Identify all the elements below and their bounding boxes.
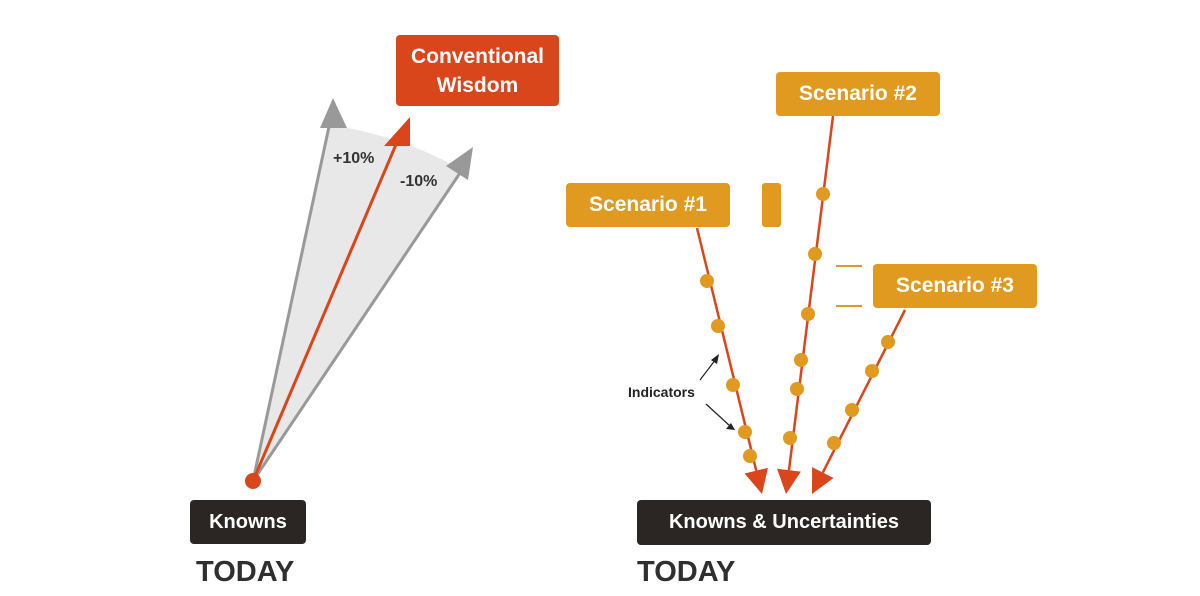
scenario-2-box: Scenario #2 xyxy=(776,72,940,116)
scenario-1-box: Scenario #1 xyxy=(566,183,730,227)
indicator-dot xyxy=(801,307,815,321)
conventional-wisdom-label: Conventional Wisdom xyxy=(410,44,544,97)
indicator-dot xyxy=(865,364,879,378)
indicator-dot xyxy=(808,247,822,261)
scenario-3-box: Scenario #3 xyxy=(873,264,1037,308)
upper-bound-line xyxy=(251,121,332,482)
scenario-3-label: Scenario #3 xyxy=(896,274,1014,297)
scenario-3-arrowhead xyxy=(812,467,834,494)
indicator-pointer-head xyxy=(711,354,719,364)
scenario-2-arrowhead xyxy=(777,468,801,494)
today-label-left: TODAY xyxy=(196,556,295,588)
ghost-box xyxy=(762,183,781,227)
knowns-uncertainties-label: Knowns & Uncertainties xyxy=(668,511,900,533)
knowns-label: Knowns xyxy=(209,510,287,533)
scenario-1-label: Scenario #1 xyxy=(589,193,707,216)
indicators-label: Indicators xyxy=(628,384,695,400)
indicator-dot xyxy=(816,187,830,201)
range-wedge xyxy=(253,125,462,481)
indicator-dot xyxy=(743,449,757,463)
scenario-1-arrowhead xyxy=(744,467,768,494)
indicator-dot xyxy=(845,403,859,417)
indicator-pointer xyxy=(699,358,717,381)
knowns-box: Knowns xyxy=(190,500,306,544)
indicator-dot xyxy=(881,335,895,349)
indicator-dot xyxy=(700,274,714,288)
scenario-2-path xyxy=(787,115,835,471)
upper-bound-arrowhead xyxy=(320,98,347,128)
today-label-right: TODAY xyxy=(637,556,736,588)
today-origin-dot xyxy=(245,473,261,489)
conventional-wisdom-arrowhead xyxy=(384,117,410,146)
indicator-dot xyxy=(711,319,725,333)
indicator-pointer-head xyxy=(726,423,735,430)
indicator-dot xyxy=(726,378,740,392)
indicator-dot xyxy=(827,436,841,450)
conventional-wisdom-line xyxy=(251,127,405,482)
scenario-2-label: Scenario #2 xyxy=(799,82,917,105)
knowns-uncertainties-box: Knowns & Uncertainties xyxy=(637,500,931,545)
plus-ten-percent-label: +10% xyxy=(333,150,375,167)
indicator-dot xyxy=(783,431,797,445)
minus-ten-percent-label: -10% xyxy=(400,173,438,190)
lower-bound-arrowhead xyxy=(446,147,473,180)
indicator-dot xyxy=(794,353,808,367)
indicator-dot xyxy=(738,425,752,439)
conventional-wisdom-box: Conventional Wisdom xyxy=(396,35,559,106)
indicator-dot xyxy=(790,382,804,396)
indicator-pointer xyxy=(705,403,731,427)
lower-bound-line xyxy=(251,169,464,482)
